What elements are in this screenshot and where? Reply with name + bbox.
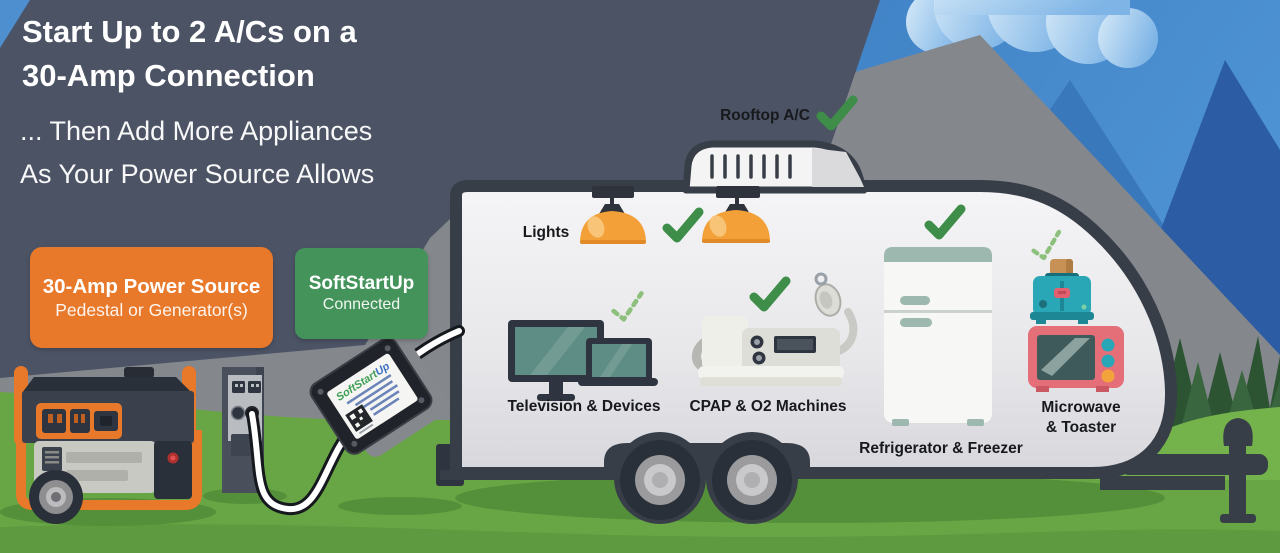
label-lights: Lights: [522, 224, 570, 241]
check-television-dashed: [611, 291, 644, 322]
power-source-title: 30-Amp Power Source: [42, 274, 261, 298]
check-fridge: [924, 204, 966, 240]
check-rooftop-ac: [816, 95, 858, 131]
power-source-subtitle: Pedestal or Generator(s): [55, 299, 248, 320]
headline-line1: Start Up to 2 A/Cs on a: [22, 14, 357, 49]
cpap-machine-icon: [691, 272, 858, 386]
label-cpap-o2: CPAP & O2 Machines: [689, 398, 847, 415]
microwave-icon: [1028, 326, 1124, 392]
softstartup-badge: SoftStartUp Connected: [295, 248, 428, 339]
check-microwave-dashed: [1031, 229, 1062, 261]
pendant-lights-icon: [580, 186, 770, 244]
label-microwave-line2: & Toaster: [1045, 419, 1117, 436]
check-cpap: [749, 276, 791, 312]
refrigerator-icon: [884, 247, 992, 426]
trailer-hitch: [1100, 418, 1268, 523]
softstartup-subtitle: Connected: [322, 296, 401, 313]
foreground-strip: [0, 524, 1280, 553]
wheel-left: [620, 440, 700, 520]
generator-icon: [14, 366, 202, 524]
wheels: [604, 432, 810, 524]
television-devices-icon: [508, 320, 658, 401]
toaster-icon: [1030, 259, 1094, 324]
sub-headline-line1: ... Then Add More Appliances: [20, 116, 373, 146]
device-label-finetext: [346, 374, 400, 416]
sub-headline-line2: As Your Power Source Allows: [20, 159, 375, 189]
jack-knob: [1223, 418, 1253, 446]
cloud-icon: [906, 0, 1158, 68]
wheel-right: [712, 440, 792, 520]
check-lights: [662, 207, 704, 243]
checkmarks: [611, 95, 1062, 322]
sky-corner-notch: [0, 0, 30, 48]
label-refrigerator-freezer: Refrigerator & Freezer: [859, 440, 1023, 457]
softstartup-device: SoftStartUp: [309, 337, 450, 457]
rooftop-ac-icon: [682, 140, 868, 194]
power-source-badge: 30-Amp Power Source Pedestal or Generato…: [30, 247, 273, 348]
device-shadow: [338, 497, 462, 515]
jack-post: [1229, 424, 1246, 520]
headline-line2: 30-Amp Connection: [22, 58, 315, 93]
sub-headline: ... Then Add More Appliances As Your Pow…: [20, 110, 374, 196]
headline: Start Up to 2 A/Cs on a 30-Amp Connectio…: [22, 10, 357, 98]
label-microwave-toaster: Microwave & Toaster: [1019, 398, 1143, 438]
softstartup-title: SoftStartUp: [308, 273, 415, 294]
label-microwave-line1: Microwave: [1041, 399, 1121, 416]
label-television-devices: Television & Devices: [507, 398, 661, 415]
generator-wheel: [29, 470, 83, 524]
power-cable: [246, 325, 465, 516]
trailer-shadow: [455, 473, 1165, 523]
jack-foot: [1220, 514, 1256, 523]
label-rooftop-ac: Rooftop A/C: [720, 107, 810, 124]
device-qr-code: [345, 404, 374, 435]
